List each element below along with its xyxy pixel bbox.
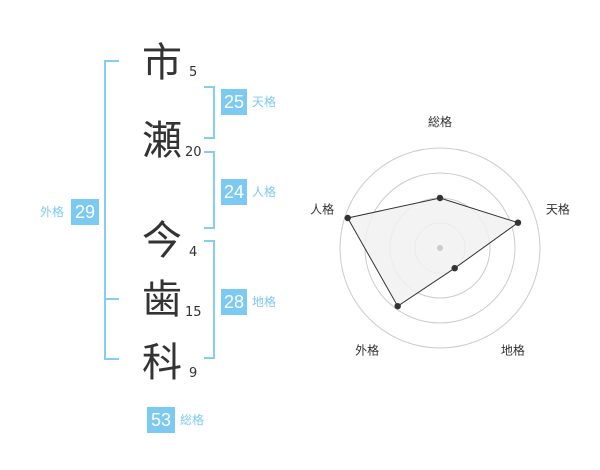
jinkaku-value: 24 [221,179,247,205]
gaikaku-bracket [104,60,119,360]
name-char-2: 瀬 [142,118,182,164]
name-char-3: 今 [142,218,182,264]
radar-axis-label-3: 地格 [501,342,525,357]
radar-axis-label-4: 外格 [355,342,379,357]
stroke-count-5: 9 [189,366,198,381]
radar-ring-4 [339,147,541,349]
gaikaku-bracket-tick [104,298,119,300]
radar-axis-label-5: 人格 [310,202,334,217]
radar-point-4 [394,303,401,310]
gaikaku-value: 29 [71,199,99,225]
radar-area [346,197,520,307]
radar-point-2 [514,219,522,226]
gaikaku-label: 外格 [40,205,65,219]
tenkaku-value: 25 [221,89,247,115]
radar-axis-label-2: 天格 [546,202,570,217]
soukaku-value: 53 [147,407,175,433]
stroke-count-1: 5 [189,65,198,80]
soukaku-label: 総格 [180,413,205,427]
radar-center-dot [437,245,443,251]
jinkaku-label: 人格 [252,185,277,199]
name-char-5: 科 [142,340,182,386]
name-char-4: 歯 [142,277,182,323]
radar-point-3 [451,265,458,272]
jinkaku-bracket [204,151,215,229]
radar-point-1 [436,194,444,202]
chikaku-label: 地格 [252,295,277,309]
tenkaku-label: 天格 [252,95,277,109]
chikaku-value: 28 [221,289,247,315]
stroke-count-4: 15 [185,305,202,320]
radar-point-5 [344,214,351,222]
stroke-count-3: 4 [189,245,198,260]
chikaku-bracket [204,240,215,359]
tenkaku-bracket [204,86,215,139]
name-char-1: 市 [142,40,182,86]
stroke-count-2: 20 [185,145,202,160]
radar-axis-label-1: 総格 [428,114,452,129]
